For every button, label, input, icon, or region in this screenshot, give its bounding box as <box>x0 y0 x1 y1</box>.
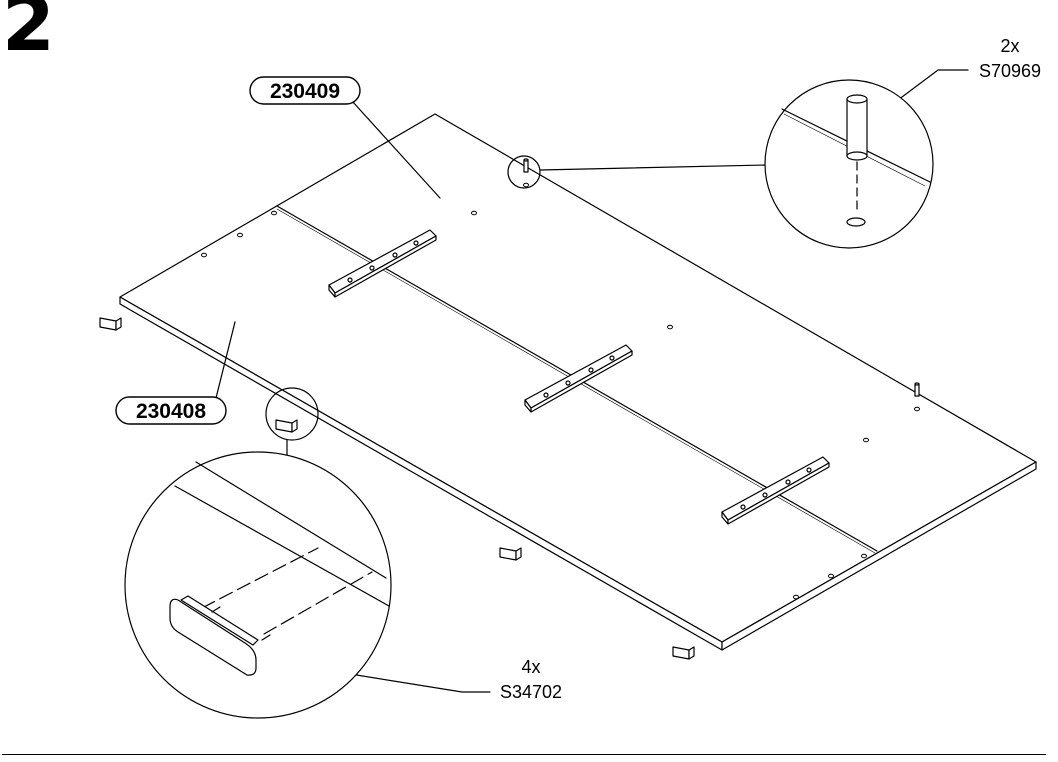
pin-detail-leader <box>539 164 767 171</box>
glide-1 <box>99 317 122 331</box>
glide-3 <box>499 547 522 561</box>
pin-code: S70969 <box>979 61 1041 81</box>
part-label-top: 230409 <box>249 76 361 105</box>
glide-callout-circle <box>265 387 319 441</box>
pin-on-panel-2 <box>914 382 920 397</box>
connector-bracket-2 <box>524 344 633 413</box>
connector-bracket-3 <box>721 456 830 525</box>
connector-bracket-1 <box>328 229 437 298</box>
bottom-panel-number: 230408 <box>136 400 206 423</box>
panel-holes <box>201 182 920 600</box>
step-number: 2 <box>2 0 55 68</box>
bottom-panel-leader <box>215 321 236 399</box>
pin-on-panel-1 <box>523 158 529 173</box>
top-panel-number: 230409 <box>270 80 340 103</box>
part-label-bottom: 230408 <box>115 396 227 425</box>
pin-detail-view <box>764 79 934 249</box>
glide-detail-view <box>124 451 392 719</box>
glide-2 <box>275 419 298 433</box>
pin-quantity: 2x <box>1000 36 1019 56</box>
glide-quantity: 4x <box>521 657 540 677</box>
glide-code: S34702 <box>500 682 562 702</box>
top-panel-leader <box>351 100 441 199</box>
pin-callout-circle <box>507 155 541 189</box>
bottom-divider <box>2 754 1046 755</box>
glide-4 <box>672 646 695 660</box>
panel-side-edge <box>721 461 1037 651</box>
